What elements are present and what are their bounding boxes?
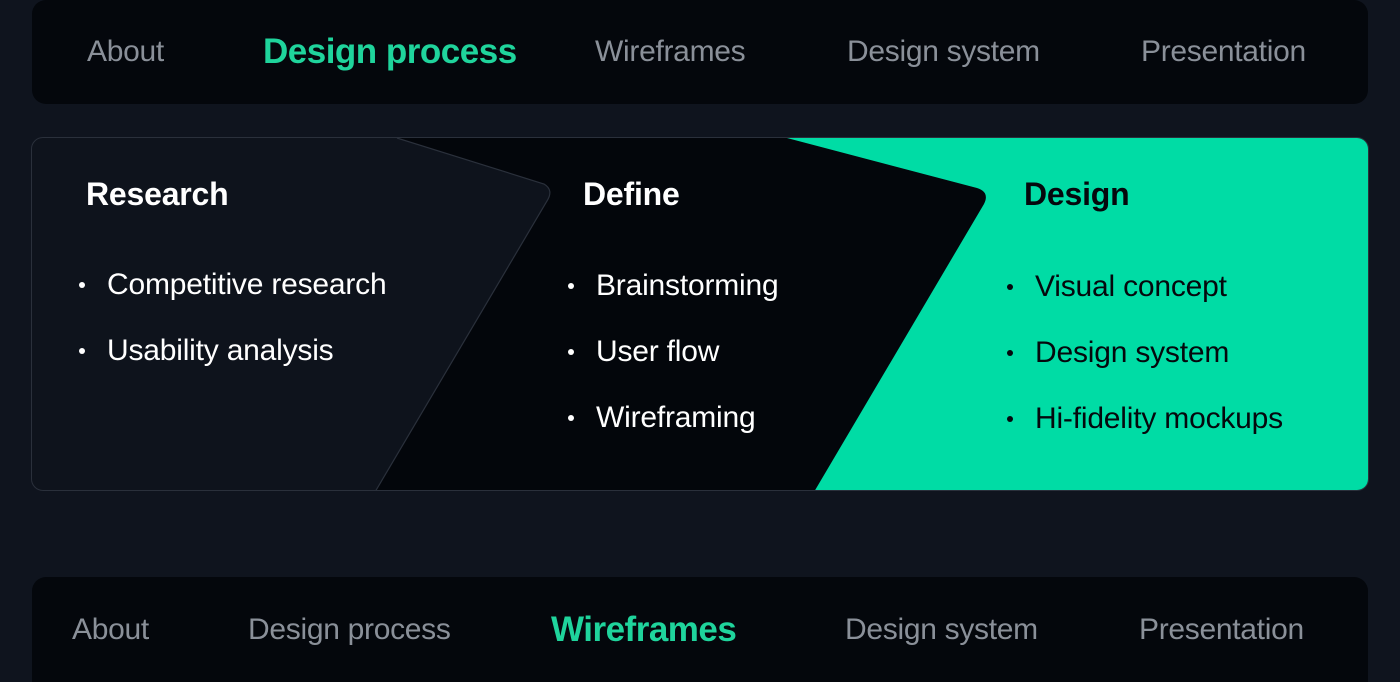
list-item: Usability analysis — [79, 334, 386, 400]
define-stage-shape — [376, 138, 986, 490]
bottom-nav-about[interactable]: About — [72, 612, 149, 646]
list-item-label: Design system — [1035, 336, 1230, 369]
top-nav-bar: About Design process Wireframes Design s… — [32, 0, 1368, 104]
list-item: Brainstorming — [568, 269, 779, 335]
bottom-nav-design-system[interactable]: Design system — [845, 612, 1038, 646]
design-stage-shape — [787, 138, 1368, 490]
bullet-icon — [79, 282, 85, 288]
list-item-label: Competitive research — [107, 268, 387, 301]
list-item: Design system — [1007, 336, 1283, 402]
design-stage-list: Visual concept Design system Hi-fidelity… — [1007, 270, 1283, 468]
bottom-nav-presentation[interactable]: Presentation — [1139, 612, 1304, 646]
design-stage-title: Design — [1024, 176, 1130, 212]
define-stage-list: Brainstorming User flow Wireframing — [568, 269, 779, 467]
list-item: Wireframing — [568, 401, 778, 467]
list-item-label: Brainstorming — [596, 269, 779, 302]
bullet-icon — [568, 349, 574, 355]
bullet-icon — [1007, 416, 1013, 422]
research-stage-list: Competitive research Usability analysis — [79, 268, 387, 400]
bullet-icon — [79, 348, 85, 354]
define-stage-title: Define — [583, 176, 680, 212]
bottom-nav-bar: About Design process Wireframes Design s… — [32, 577, 1368, 682]
process-stage-shapes — [375, 138, 1368, 490]
list-item-label: Visual concept — [1035, 270, 1227, 303]
list-item-label: Hi-fidelity mockups — [1035, 402, 1283, 435]
list-item-label: User flow — [596, 335, 720, 368]
bullet-icon — [1007, 350, 1013, 356]
top-nav-about[interactable]: About — [87, 35, 164, 68]
top-nav-design-process[interactable]: Design process — [263, 32, 517, 71]
bottom-nav-wireframes[interactable]: Wireframes — [551, 609, 737, 649]
research-stage-title: Research — [86, 176, 229, 212]
list-item: Hi-fidelity mockups — [1007, 402, 1283, 468]
bottom-nav-design-process[interactable]: Design process — [248, 612, 451, 646]
list-item-label: Wireframing — [596, 401, 756, 434]
list-item-label: Usability analysis — [107, 334, 334, 367]
bullet-icon — [568, 283, 574, 289]
list-item: Competitive research — [79, 268, 387, 334]
bullet-icon — [1007, 284, 1013, 290]
research-stage-edge — [375, 138, 551, 490]
top-nav-presentation[interactable]: Presentation — [1141, 35, 1306, 68]
top-nav-wireframes[interactable]: Wireframes — [595, 35, 746, 68]
design-process-panel: Research Competitive research Usability … — [31, 137, 1369, 491]
top-nav-design-system[interactable]: Design system — [847, 35, 1040, 68]
bullet-icon — [568, 415, 574, 421]
list-item: Visual concept — [1007, 270, 1283, 336]
list-item: User flow — [568, 335, 778, 401]
